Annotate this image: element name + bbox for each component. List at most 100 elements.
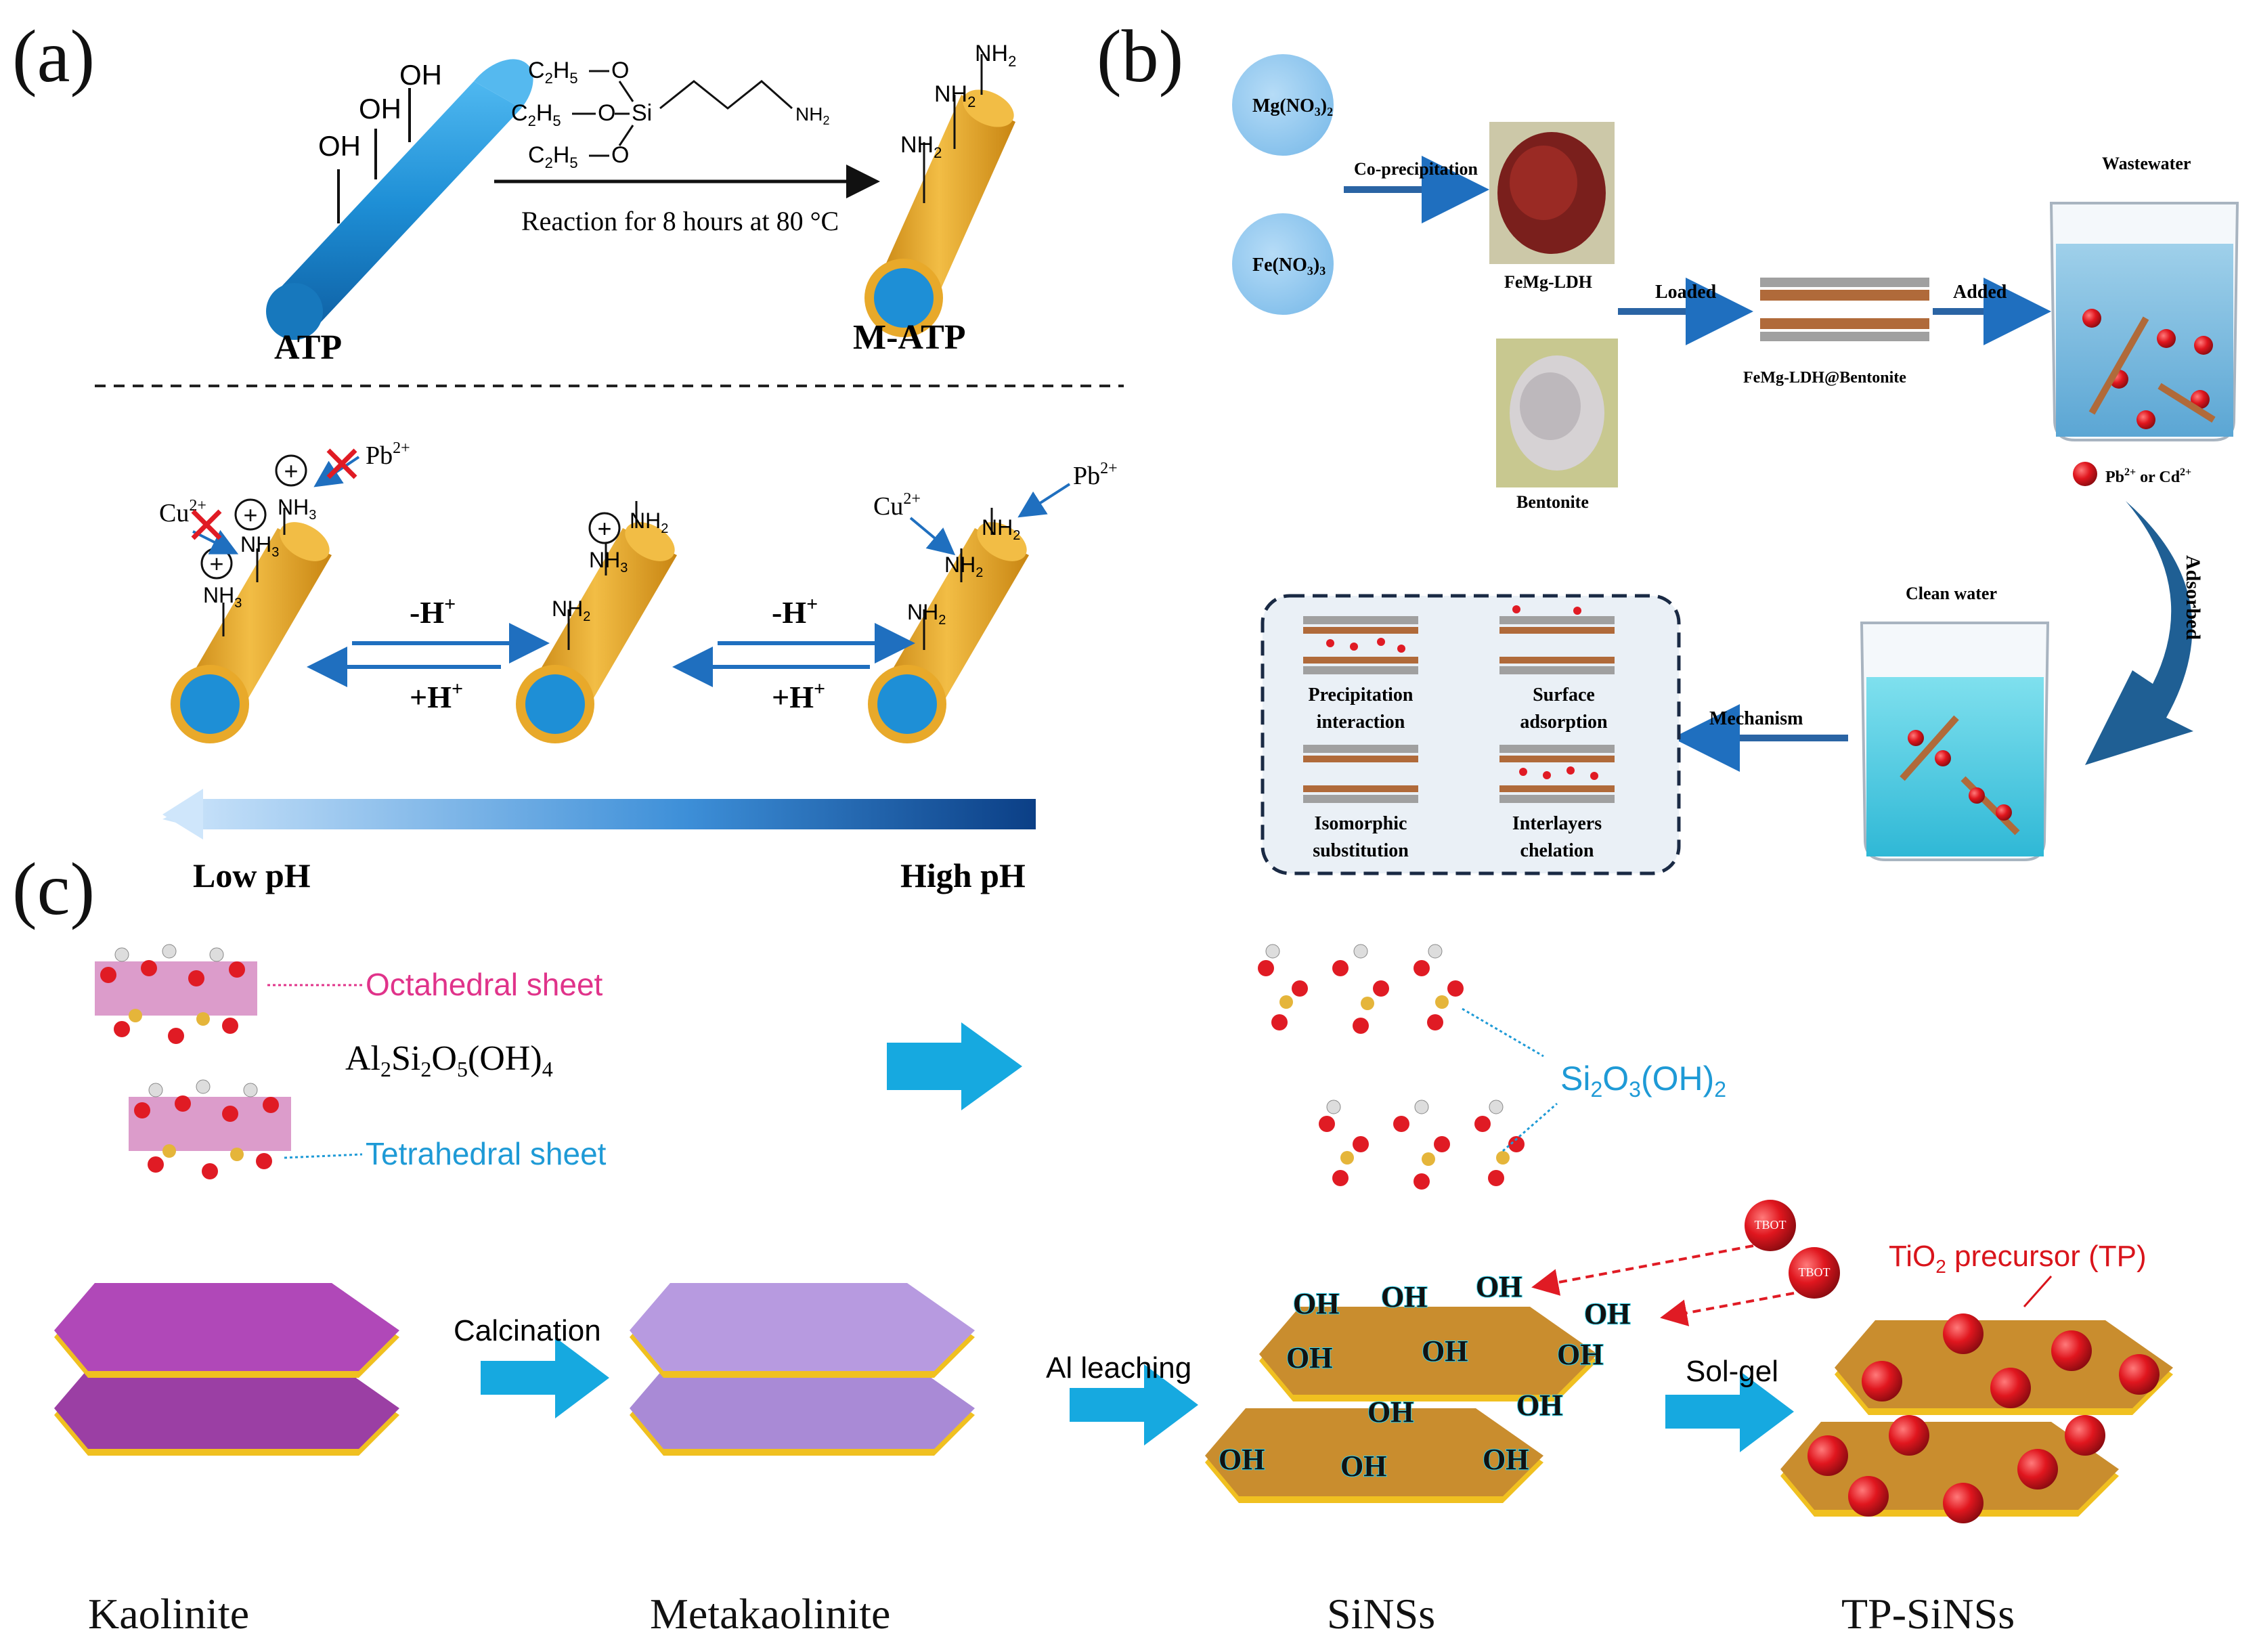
- svg-text:OH: OH: [359, 93, 401, 125]
- loaded-label: Loaded: [1655, 282, 1717, 303]
- svg-text:O: O: [598, 100, 615, 126]
- svg-text:-H+: -H+: [410, 593, 456, 630]
- tbot-sphere-1: [1745, 1200, 1796, 1251]
- tbot-sphere-2: [1789, 1247, 1840, 1299]
- oh-group-9: OH: [1516, 1389, 1562, 1422]
- svg-text:+H+: +H+: [410, 678, 463, 714]
- tetrahedral-label: Tetrahedral sheet: [366, 1136, 607, 1171]
- oh-group-3: OH: [1476, 1270, 1522, 1303]
- femg-ldh-label: FeMg-LDH: [1504, 272, 1592, 292]
- svg-text:+H+: +H+: [772, 678, 825, 714]
- oh-group-7: OH: [1557, 1338, 1603, 1371]
- svg-text:NH2: NH2: [934, 81, 976, 110]
- mg-salt: Mg(NO3)2: [1252, 95, 1333, 118]
- svg-text:C2H5: C2H5: [511, 100, 561, 129]
- oh-group-1: OH: [1293, 1287, 1339, 1320]
- equilibrium-2: -H+ +H+: [672, 593, 915, 714]
- svg-text:Cu2+: Cu2+: [873, 490, 921, 521]
- svg-text:NH3: NH3: [203, 583, 242, 611]
- transformation-arrow: [887, 1022, 1022, 1110]
- svg-text:NH3: NH3: [278, 495, 316, 523]
- mechanism-label: Mechanism: [1709, 708, 1803, 729]
- atp-label: ATP: [274, 328, 342, 367]
- oh-group-6: OH: [1422, 1334, 1468, 1368]
- silane-reagent: C2H5 C2H5 C2H5 O O O Si NH2: [511, 58, 829, 171]
- panel-b: (b) Mg(NO3)2 Fe(NO3)3 Co-precipitation F…: [1097, 15, 2239, 875]
- mechanism-illustrations: [1303, 605, 1615, 803]
- clean-water-beaker: [1860, 622, 2050, 861]
- sol-gel-arrow: [1665, 1371, 1794, 1452]
- svg-text:Si: Si: [632, 100, 652, 126]
- tbot-label-2: TBOT: [1799, 1265, 1831, 1279]
- clean-water-label: Clean water: [1906, 584, 1997, 603]
- metakaolinite-sheets: [630, 1283, 975, 1456]
- panel-b-label: (b): [1097, 15, 1183, 97]
- stage-label-sinss: SiNSs: [1327, 1590, 1435, 1638]
- oh-group-4: OH: [1584, 1297, 1630, 1330]
- mech-interaction: interaction: [1317, 712, 1405, 733]
- svg-text:+: +: [209, 550, 223, 578]
- rod-mid-ph: NH2 NH3 NH2 +: [516, 501, 677, 743]
- mech-adsorption: adsorption: [1520, 712, 1608, 733]
- oh-group-10: OH: [1219, 1443, 1265, 1476]
- panel-c: (c) Octahedral sheet Al2Si2O5(OH)4 Tetra…: [12, 848, 2173, 1638]
- oh-group-2: OH: [1381, 1280, 1427, 1313]
- svg-text:-H+: -H+: [772, 593, 818, 630]
- low-ph-label: Low pH: [193, 856, 311, 894]
- svg-text:C2H5: C2H5: [528, 58, 578, 87]
- co-precipitation-label: Co-precipitation: [1354, 159, 1478, 179]
- mech-chelation: chelation: [1520, 840, 1594, 861]
- svg-text:+: +: [597, 515, 611, 542]
- mech-surface: Surface: [1533, 684, 1595, 705]
- svg-text:O: O: [611, 58, 629, 83]
- mech-substitution: substitution: [1313, 840, 1409, 861]
- matp-rod: NH2 NH2 NH2: [864, 41, 1016, 337]
- octahedral-label: Octahedral sheet: [366, 967, 603, 1002]
- panel-c-label: (c): [12, 848, 95, 930]
- fe-salt: Fe(NO3)3: [1252, 255, 1325, 278]
- panel-a-label: (a): [12, 15, 95, 97]
- reaction-condition: Reaction for 8 hours at 80 °C: [521, 206, 839, 236]
- calcination-arrow: [481, 1337, 609, 1418]
- svg-text:+: +: [243, 501, 257, 529]
- matp-label: M-ATP: [853, 318, 966, 357]
- composite-label: FeMg-LDH@Bentonite: [1743, 369, 1906, 387]
- svg-text:Pb2+: Pb2+: [366, 439, 410, 470]
- al-leaching-label: Al leaching: [1046, 1351, 1191, 1385]
- equilibrium-1: -H+ +H+: [307, 593, 550, 714]
- ions-legend: Pb2+ or Cd2+: [2105, 466, 2191, 486]
- adsorbed-label: Adsorbed: [2182, 555, 2204, 640]
- kaolinite-sheets: [54, 1283, 399, 1456]
- rod-low-ph: NH3 NH3 NH3 +++ Cu2+ Pb2+: [159, 439, 410, 743]
- svg-text:Pb2+: Pb2+: [1073, 460, 1118, 490]
- svg-text:NH2: NH2: [975, 41, 1016, 70]
- wastewater-label: Wastewater: [2102, 154, 2191, 173]
- mechanism-box: [1261, 594, 1681, 875]
- oh-group-8: OH: [1367, 1395, 1414, 1429]
- kaolinite-formula: Al2Si2O5(OH)4: [345, 1039, 553, 1081]
- svg-text:NH2: NH2: [982, 515, 1020, 543]
- tio2-precursor-label: TiO2 precursor (TP): [1889, 1240, 2147, 1277]
- calcination-label: Calcination: [454, 1314, 601, 1347]
- kaolinite-molecule-octahedral: [95, 944, 257, 1044]
- wastewater-beaker: [2049, 202, 2239, 441]
- stage-label-metakaolinite: Metakaolinite: [650, 1590, 890, 1638]
- svg-text:O: O: [611, 142, 629, 168]
- sinss-molecule-bottom: [1319, 1100, 1525, 1190]
- svg-text:NH2: NH2: [795, 104, 829, 127]
- adsorbed-arrow: [2085, 501, 2193, 765]
- composite-layers: [1760, 278, 1929, 341]
- tbot-label-1: TBOT: [1755, 1218, 1787, 1232]
- svg-text:OH: OH: [318, 130, 361, 162]
- high-ph-label: High pH: [900, 856, 1026, 894]
- stage-label-kaolinite: Kaolinite: [88, 1590, 249, 1638]
- al-leaching-arrow: [1070, 1364, 1198, 1446]
- mech-interlayers: Interlayers: [1512, 813, 1602, 834]
- atp-rod: OH OH OH: [266, 59, 533, 340]
- rod-high-ph: NH2 NH2 NH2 Cu2+ Pb2+: [868, 460, 1118, 743]
- svg-text:NH2: NH2: [900, 132, 942, 161]
- sinss-sheets: [1205, 1307, 1598, 1503]
- kaolinite-molecule-tetrahedral: [129, 1079, 291, 1179]
- sol-gel-label: Sol-gel: [1686, 1355, 1778, 1388]
